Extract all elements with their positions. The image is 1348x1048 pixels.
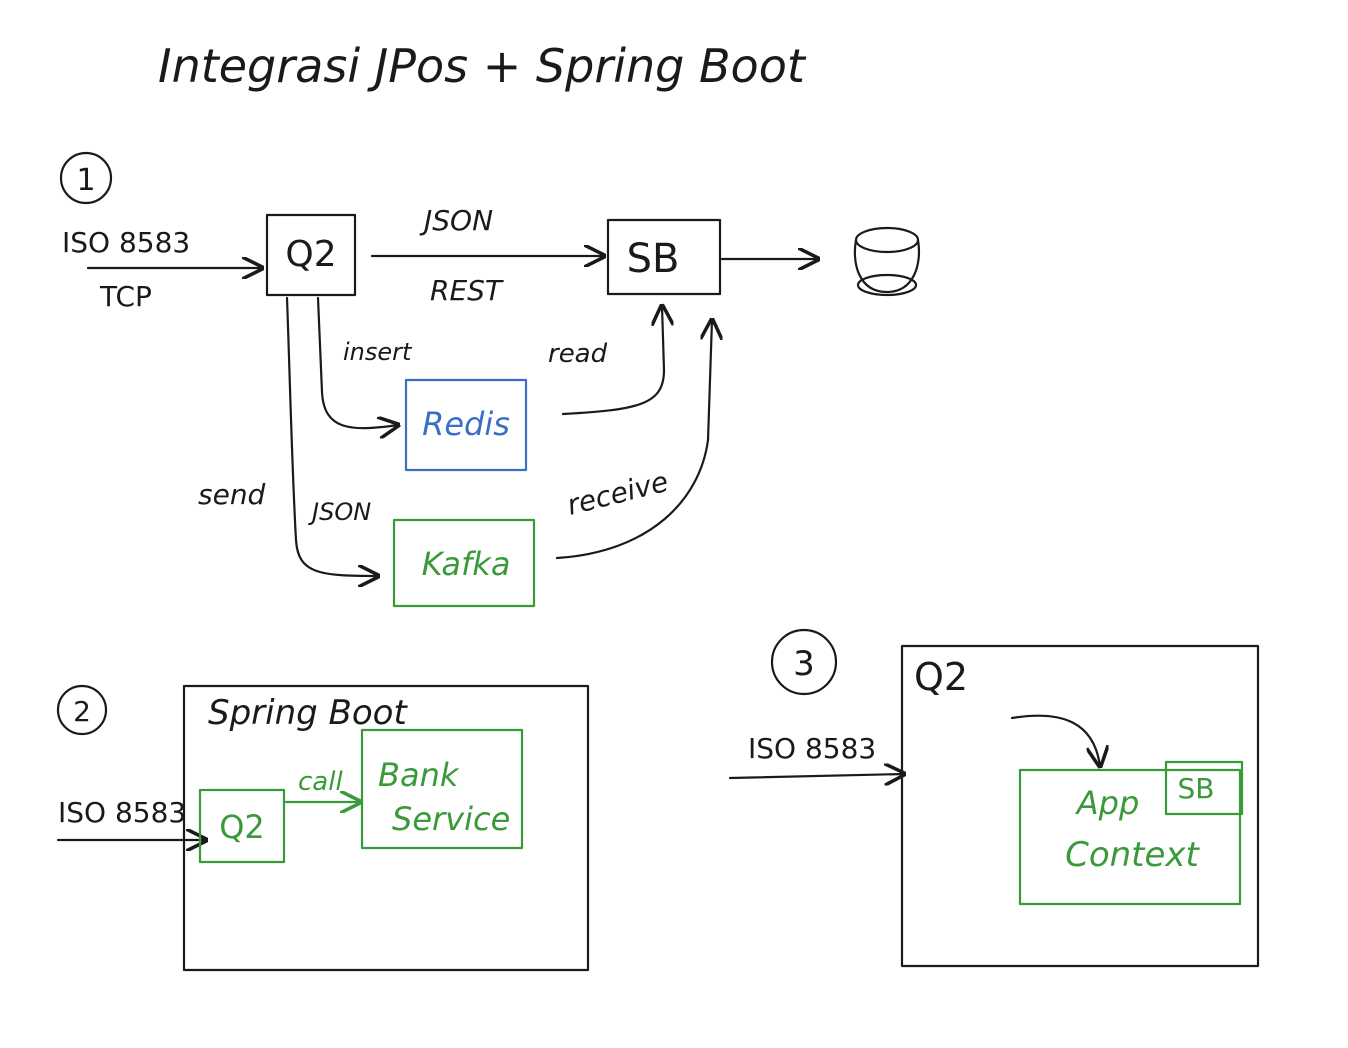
read-label: read: [548, 339, 608, 369]
q2-node: [265, 213, 357, 297]
input-arrow-3: [728, 774, 904, 778]
bank-service-label-1: Bank: [378, 756, 460, 794]
diagram-1: 1 ISO 8583 TCP Q2 JSON REST SB insert Re…: [59, 151, 920, 608]
insert-arrow: [316, 296, 398, 428]
iso8583-label: ISO 8583: [62, 226, 190, 259]
step-number-circle-3: [770, 628, 838, 696]
json-label: JSON: [419, 204, 493, 237]
rest-label: REST: [430, 274, 504, 307]
diagram-2: 2 Spring Boot ISO 8583 Q2 call Bank Serv…: [56, 684, 590, 972]
spring-boot-container: [182, 684, 590, 972]
bank-service-node: [360, 728, 524, 850]
diagram-3: 3 Q2 ISO 8583 App Context SB: [728, 628, 1260, 968]
step-number-3: 3: [793, 644, 815, 684]
q2-container-label: Q2: [914, 655, 968, 699]
database-icon: [853, 226, 920, 297]
redis-node: [404, 378, 528, 472]
app-context-node: [1018, 768, 1242, 906]
sb-node-label: SB: [627, 236, 680, 282]
step-number-circle-1: [59, 151, 113, 205]
q2-node-label: Q2: [285, 234, 336, 275]
iso8583-label-3: ISO 8583: [748, 732, 876, 765]
call-label: call: [298, 767, 343, 797]
sb-node-3: [1164, 760, 1244, 816]
kafka-node-label: Kafka: [422, 545, 511, 583]
q2-container: [900, 644, 1260, 968]
step-number-1: 1: [76, 163, 95, 198]
page-title: Integrasi JPos + Spring Boot: [158, 39, 807, 93]
iso8583-label-2: ISO 8583: [58, 796, 186, 829]
sb-node: [606, 218, 722, 296]
read-arrow: [561, 306, 664, 416]
insert-label: insert: [343, 338, 413, 366]
step-number-circle-2: [56, 684, 108, 736]
json-label-2: JSON: [308, 498, 371, 526]
load-arrow: [1010, 714, 1100, 766]
app-context-label-2: Context: [1065, 835, 1200, 875]
receive-arrow: [555, 320, 712, 560]
app-context-label-1: App: [1075, 784, 1140, 822]
spring-boot-container-label: Spring Boot: [208, 693, 408, 733]
sb-node-3-label: SB: [1178, 772, 1215, 805]
send-label: send: [198, 478, 266, 511]
tcp-label: TCP: [99, 280, 152, 313]
receive-label: receive: [564, 465, 672, 522]
q2-node-2: [198, 788, 286, 864]
bank-service-label-2: Service: [392, 800, 510, 838]
q2-node-2-label: Q2: [219, 808, 265, 846]
redis-node-label: Redis: [422, 405, 510, 443]
kafka-node: [392, 518, 536, 608]
send-arrow: [285, 296, 378, 576]
step-number-2: 2: [73, 695, 91, 728]
